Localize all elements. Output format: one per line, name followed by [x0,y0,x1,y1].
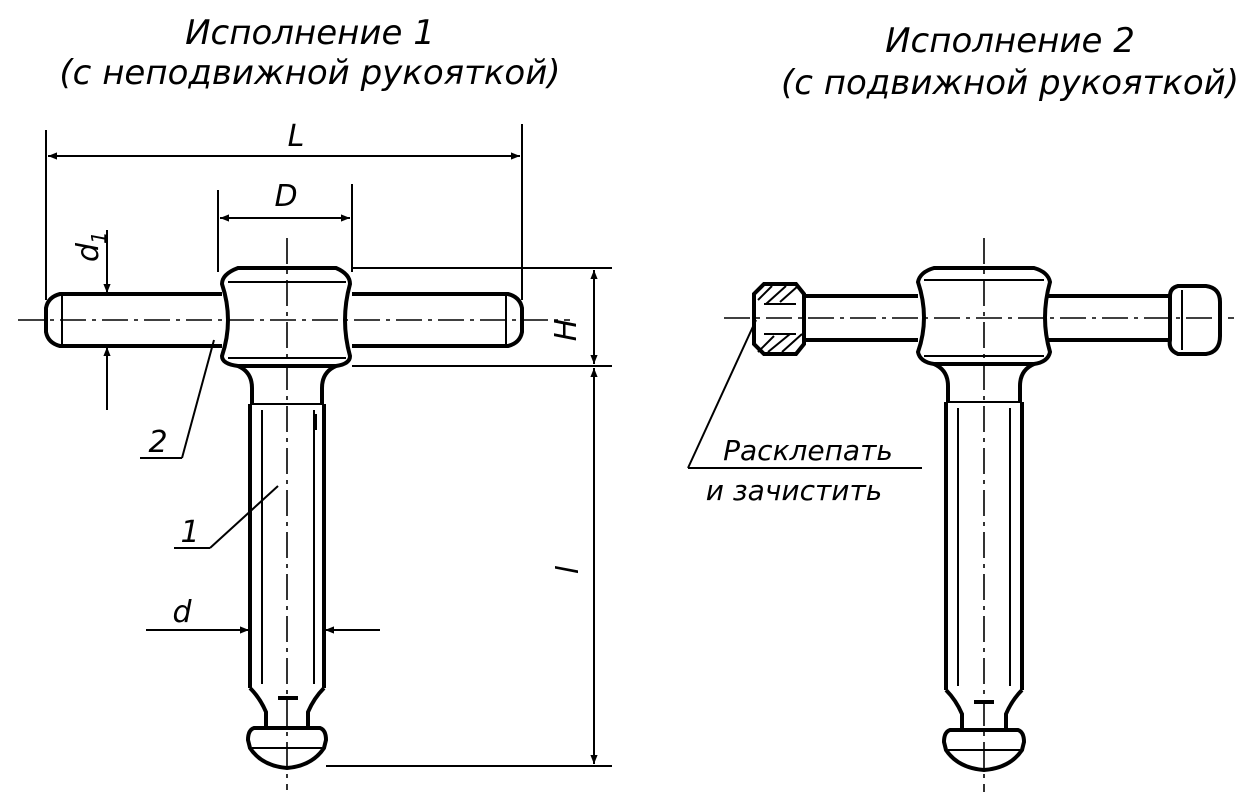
variant1-title: Исполнение 1 [185,13,435,53]
dim-d1-label: d 1 [71,231,111,262]
rivet-note-line1: Расклепать [723,434,893,467]
variant1-handle-drawing [18,238,570,790]
dim-d-label: d [172,595,192,630]
dim-D-label: D [274,179,297,214]
svg-text:1: 1 [87,231,111,244]
part-2-label: 2 [148,425,167,460]
variant1-dimensions [45,124,612,767]
variant2-handle-drawing [687,238,1234,792]
variant1-subtitle: (с неподвижной рукояткой) [59,53,560,93]
rivet-note-line2: и зачистить [706,474,883,507]
part-1-label: 1 [180,515,199,550]
variant2-subtitle: (с подвижной рукояткой) [781,63,1239,103]
dim-L-label: L [288,119,305,154]
svg-text:d: d [71,242,106,262]
variant2-title: Исполнение 2 [885,21,1135,61]
dim-l-label: l [551,565,586,574]
dim-H-label: H [549,319,584,342]
